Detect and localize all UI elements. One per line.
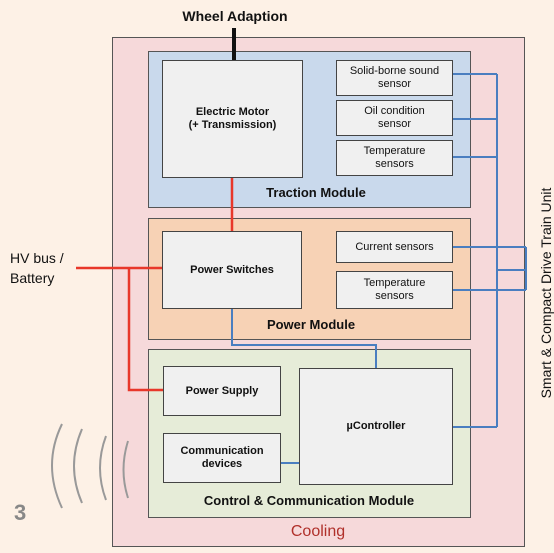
power-module-label: Power Module — [266, 317, 356, 332]
power-supply-box: Power Supply — [163, 366, 281, 416]
drive-train-unit-label: Smart & Compact Drive Train Unit — [538, 187, 554, 399]
traction-temp-label-2: sensors — [375, 158, 414, 170]
wheel-adaption-label: Wheel Adaption — [182, 8, 288, 24]
microcontroller-box: µController — [299, 368, 453, 485]
motor-label-2: (+ Transmission) — [188, 119, 277, 131]
oil-sensor-label-1: Oil condition — [364, 105, 425, 117]
communication-devices-box: Communication devices — [163, 433, 281, 483]
sound-sensor-label-1: Solid-borne sound — [349, 65, 440, 77]
current-sensors-box: Current sensors — [336, 231, 453, 263]
power-temp-label-2: sensors — [375, 290, 414, 302]
hv-bus-label: HV bus / Battery — [10, 248, 64, 288]
oil-sensor-label-2: sensor — [377, 118, 412, 130]
sound-sensor-label-2: sensor — [377, 78, 412, 90]
sound-waves — [51, 423, 129, 509]
oil-sensor-box: Oil condition sensor — [336, 100, 453, 136]
sound-sensor-box: Solid-borne sound sensor — [336, 60, 453, 96]
power-temp-sensor-box: Temperature sensors — [336, 271, 453, 309]
slide-number: 3 — [14, 500, 27, 525]
battery-text: Battery — [10, 270, 55, 286]
traction-module-label: Traction Module — [266, 185, 366, 200]
power-switches-box: Power Switches — [162, 231, 302, 309]
hv-bus-text: HV bus / — [10, 250, 64, 266]
signal-lines — [231, 73, 527, 464]
power-lines — [76, 178, 234, 392]
comm-label-1: Communication — [180, 445, 264, 457]
power-temp-label-1: Temperature — [363, 277, 426, 289]
electric-motor-box: Electric Motor (+ Transmission) — [162, 60, 303, 178]
control-module-label: Control & Communication Module — [203, 493, 415, 508]
motor-label-1: Electric Motor — [195, 106, 270, 118]
comm-label-2: devices — [201, 458, 243, 470]
cooling-label: Cooling — [290, 523, 346, 540]
traction-temp-sensor-box: Temperature sensors — [336, 140, 453, 176]
traction-temp-label-1: Temperature — [363, 145, 426, 157]
